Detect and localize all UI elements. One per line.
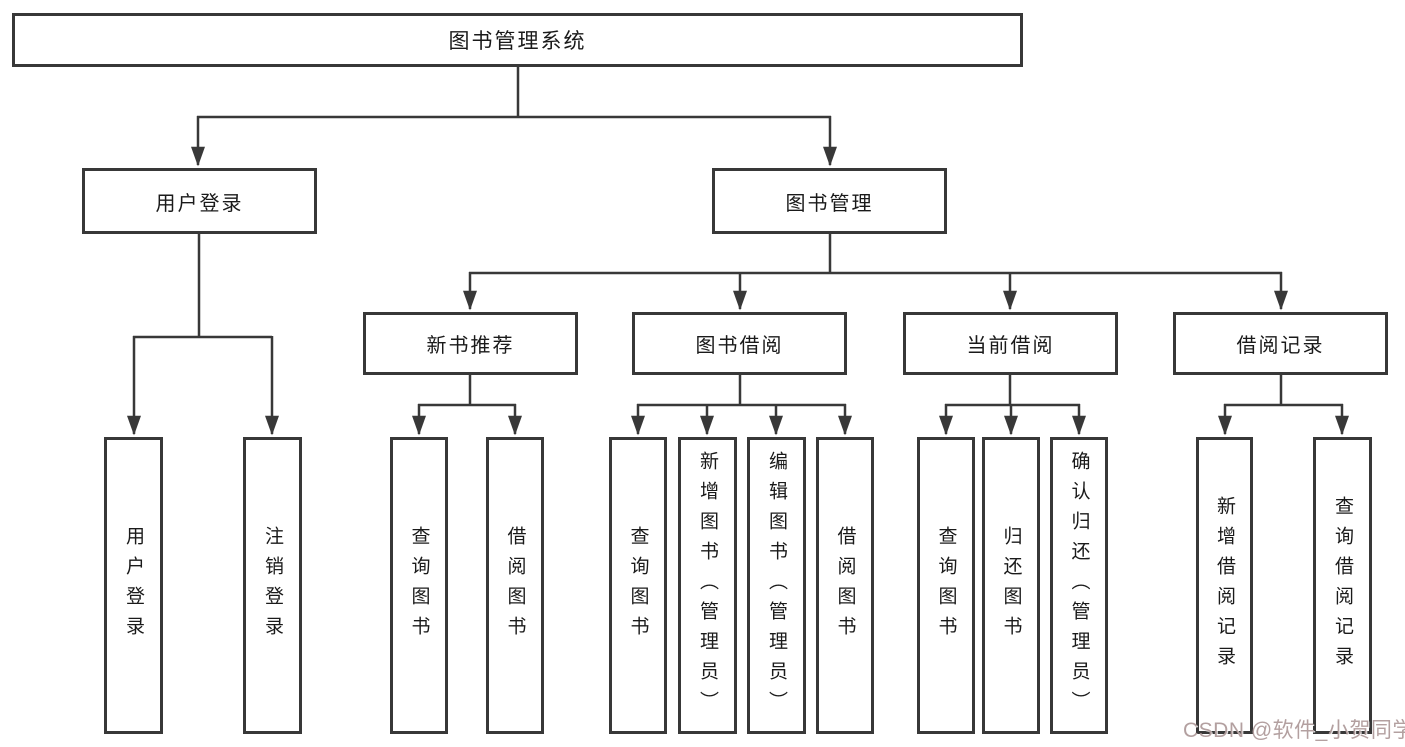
- connector-borrowing-records-trunk: [1224, 375, 1343, 407]
- leaf-label: 新增借阅记录: [1214, 495, 1235, 676]
- leaf-add-book-admin: 新增图书（管理员）: [678, 437, 737, 734]
- leaf-label: 注销登录: [262, 525, 283, 646]
- leaf-label: 编辑图书（管理员）: [766, 450, 787, 721]
- node-label: 借阅记录: [1236, 335, 1325, 357]
- leaf-borrow-books-borrowing: 借阅图书: [816, 437, 874, 734]
- node-label: 图书管理: [785, 192, 874, 215]
- connector-root-trunk: [197, 66, 831, 119]
- connector-current-borrowing-trunk: [945, 375, 1080, 407]
- leaf-edit-book-admin: 编辑图书（管理员）: [747, 437, 806, 734]
- node-user-login: 用户登录: [82, 168, 317, 234]
- leaf-query-borrow-record: 查询借阅记录: [1313, 437, 1372, 734]
- connector-book-management-trunk: [469, 234, 1282, 275]
- leaf-borrow-books-recommend: 借阅图书: [486, 437, 544, 734]
- leaf-label: 借阅图书: [834, 525, 856, 646]
- leaf-query-books-current: 查询图书: [917, 437, 975, 734]
- leaf-label: 用户登录: [123, 525, 144, 646]
- leaf-label: 新增图书（管理员）: [697, 450, 718, 721]
- leaf-label: 确认归还（管理员）: [1068, 450, 1090, 721]
- watermark: CSDN @软件_小贺同学: [1183, 719, 1405, 742]
- node-book-management: 图书管理: [712, 168, 947, 234]
- leaf-add-borrow-record: 新增借阅记录: [1196, 437, 1253, 734]
- node-library-management-system: 图书管理系统: [12, 13, 1023, 67]
- leaf-label: 归还图书: [1000, 525, 1022, 646]
- node-label: 图书借阅: [695, 335, 784, 357]
- leaf-label: 查询借阅记录: [1332, 495, 1353, 676]
- leaf-query-books-borrowing: 查询图书: [609, 437, 667, 734]
- leaf-confirm-return-admin: 确认归还（管理员）: [1050, 437, 1108, 734]
- leaf-label: 借阅图书: [504, 525, 526, 646]
- connector-user-login-trunk: [133, 234, 272, 339]
- leaf-user-login: 用户登录: [104, 437, 163, 734]
- node-label: 新书推荐: [426, 335, 515, 357]
- node-current-borrowing: 当前借阅: [903, 312, 1118, 375]
- node-label: 当前借阅: [966, 335, 1055, 357]
- leaf-return-books: 归还图书: [982, 437, 1040, 734]
- leaf-logout: 注销登录: [243, 437, 302, 734]
- node-borrowing-records: 借阅记录: [1173, 312, 1388, 375]
- connector-new-book-trunk: [418, 375, 516, 407]
- node-label: 图书管理系统: [448, 30, 587, 53]
- node-label: 用户登录: [155, 192, 244, 215]
- leaf-label: 查询图书: [935, 525, 957, 646]
- node-new-book-recommendation: 新书推荐: [363, 312, 578, 375]
- leaf-label: 查询图书: [408, 525, 430, 646]
- leaf-query-books-recommend: 查询图书: [390, 437, 448, 734]
- connector-book-borrowing-trunk: [637, 375, 846, 407]
- node-book-borrowing: 图书借阅: [632, 312, 847, 375]
- leaf-label: 查询图书: [627, 525, 649, 646]
